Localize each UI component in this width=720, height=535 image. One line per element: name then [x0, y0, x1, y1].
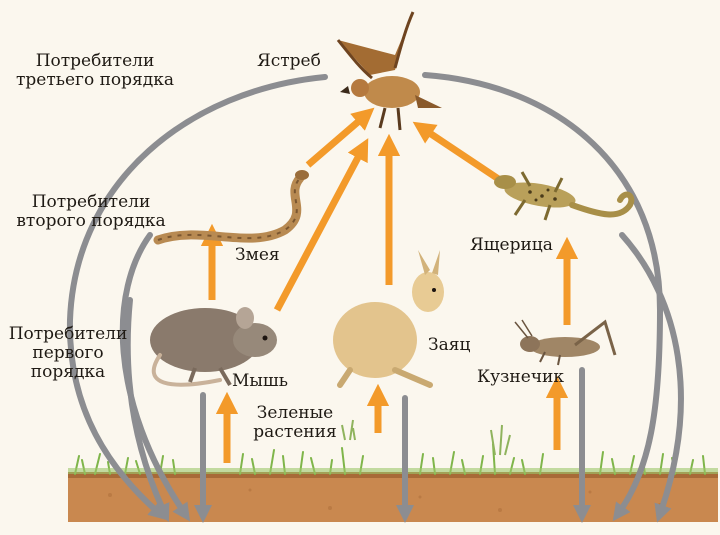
level-label-second-line2: второго порядка	[16, 211, 166, 231]
arc-left-first	[124, 297, 170, 523]
mouse-illustration	[150, 307, 277, 387]
decomposer-arrows	[66, 72, 684, 523]
snake-to-hawk	[305, 107, 375, 168]
level-label-first: Потребители первого порядка	[4, 325, 132, 382]
label-plants-line2: растения	[253, 422, 337, 442]
label-snake: Змея	[235, 245, 280, 265]
level-label-first-line3: порядка	[30, 362, 106, 382]
energy-arrows	[200, 107, 579, 463]
level-label-third-line1: Потребители	[35, 51, 155, 71]
label-hawk: Ястреб	[257, 51, 321, 71]
arc-left-second	[119, 232, 191, 522]
snake-illustration	[153, 170, 309, 245]
arc-left-outer	[66, 74, 328, 520]
hare-illustration	[333, 250, 444, 388]
label-mouse: Мышь	[232, 371, 288, 391]
level-label-second: Потребители второго порядка	[6, 193, 176, 231]
mouse-to-hawk	[273, 138, 369, 312]
arc-right-second	[619, 232, 684, 523]
arc-right-outer	[422, 72, 664, 522]
lizard-to-hawk	[412, 121, 502, 183]
lizard-illustration	[494, 171, 635, 221]
level-label-second-line1: Потребители	[31, 192, 151, 212]
small-plants	[341, 419, 511, 456]
label-plants-line1: Зеленые	[256, 403, 334, 423]
label-lizard: Ящерица	[470, 235, 553, 255]
hawk-illustration	[336, 11, 442, 131]
label-plants: Зеленые растения	[240, 404, 350, 442]
level-label-first-line1: Потребители	[8, 324, 128, 344]
label-hare: Заяц	[428, 335, 471, 355]
level-label-third-line2: третьего порядка	[15, 70, 174, 90]
level-label-first-line2: первого	[32, 343, 104, 363]
level-label-third: Потребители третьего порядка	[10, 52, 180, 90]
grasshopper-illustration	[514, 319, 617, 366]
label-grasshopper: Кузнечик	[477, 367, 565, 387]
